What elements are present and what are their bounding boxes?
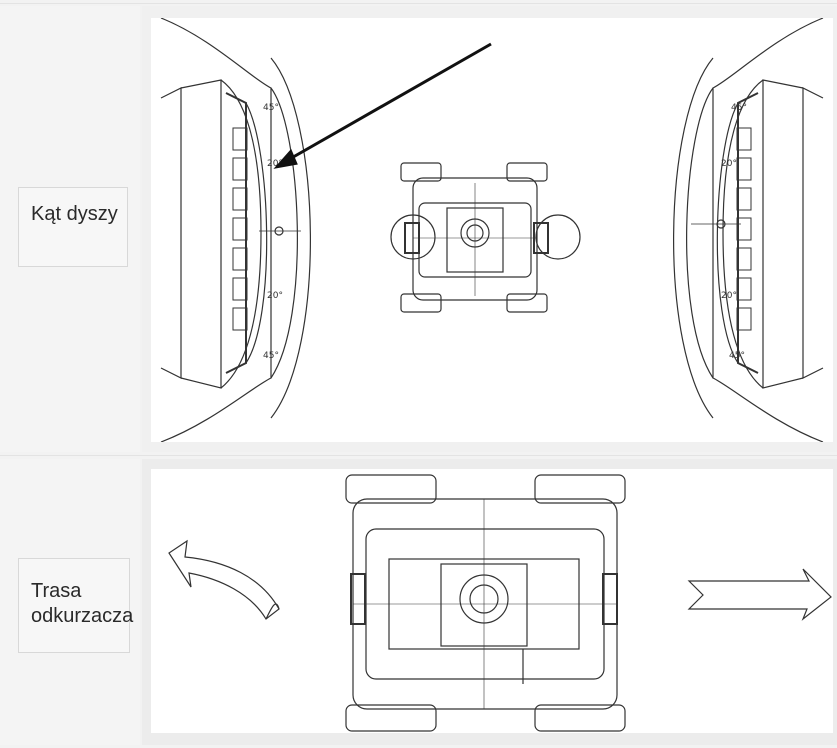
svg-text:45°: 45° — [731, 103, 747, 113]
row-label: Trasa odkurzacza — [18, 558, 134, 653]
svg-text:20°: 20° — [721, 159, 737, 169]
row-label-text-line2: odkurzacza — [31, 605, 134, 627]
row-divider — [0, 455, 837, 456]
robot-top-view-small — [390, 162, 581, 313]
table-row-cleaning-path: Trasa odkurzacza — [0, 459, 837, 745]
row-image-cell — [142, 459, 837, 745]
svg-text:45°: 45° — [729, 351, 745, 361]
row-label-cell: Trasa odkurzacza — [0, 459, 140, 745]
row-image-cell: 45° 20° 20° 45° — [142, 6, 837, 452]
svg-text:20°: 20° — [267, 159, 283, 169]
row-label: Kąt dyszy — [18, 187, 128, 267]
svg-text:20°: 20° — [267, 291, 283, 301]
table-top-divider — [0, 3, 837, 4]
turn-left-arrow-icon — [168, 539, 280, 620]
right-nozzle-closeup: 45° 20° 20° 45° — [673, 18, 824, 442]
row-label-text-line1: Trasa — [31, 580, 82, 602]
robot-cleaning-path-diagram-icon — [151, 469, 833, 733]
robot-top-view-large — [345, 474, 626, 732]
svg-text:45°: 45° — [263, 103, 279, 113]
pointer-arrow — [280, 42, 492, 166]
move-right-arrow-icon — [687, 568, 832, 621]
left-nozzle-closeup: 45° 20° 20° 45° — [160, 18, 311, 442]
table-row-nozzle-angle: Kąt dyszy — [0, 6, 837, 452]
robot-nozzle-angle-diagram-icon: 45° 20° 20° 45° — [151, 18, 833, 442]
svg-text:45°: 45° — [263, 351, 279, 361]
row-label-cell: Kąt dyszy — [0, 6, 140, 452]
svg-text:20°: 20° — [721, 291, 737, 301]
row-label-text: Kąt dyszy — [31, 203, 118, 225]
